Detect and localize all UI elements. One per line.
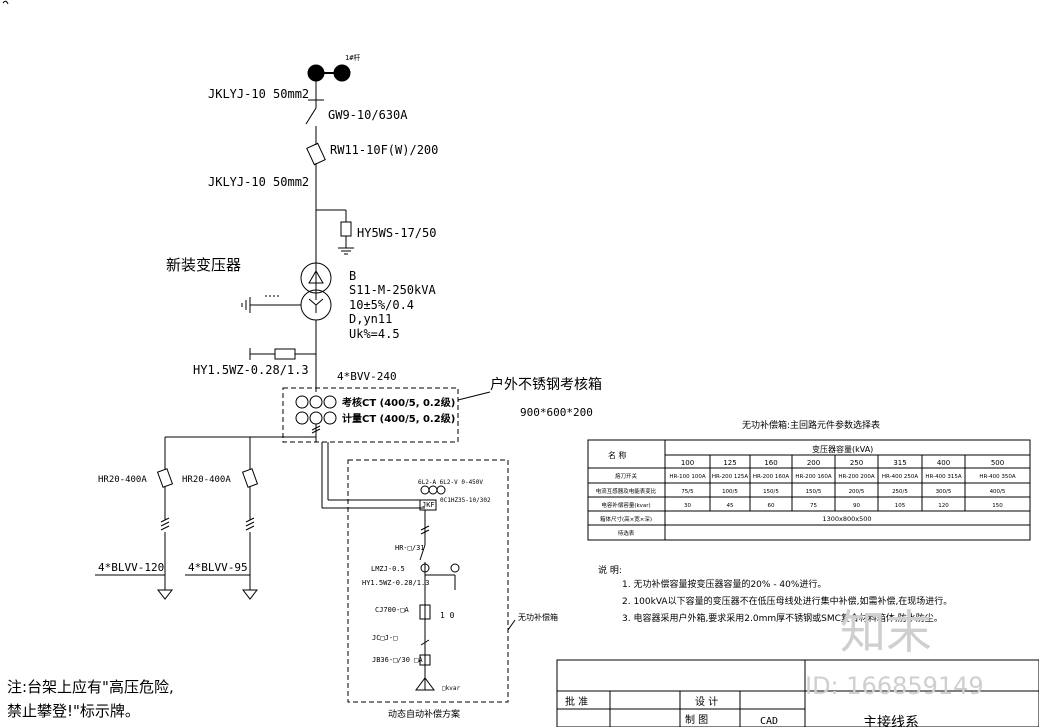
table-cell: HR-200 160A [753,474,789,480]
table-cell: HR-100 100A [669,474,705,480]
table-capacity: 160 [764,459,777,467]
transformer-line: Uk%=4.5 [349,327,400,341]
table-cell: 100/5 [722,489,738,495]
left-cable-label: 4*BLVV-120 [98,561,164,574]
comp-contactor-label: JC□J-□ [372,634,397,642]
table-cell: 75 [810,503,817,509]
note-left-line1: 注:台架上应有"高压危险, [7,678,174,696]
right-cable-label: 4*BLVV-95 [188,561,248,574]
lv-arrester-label: HY1.5WZ-0.28/1.3 [193,363,309,377]
watermark-id: ID: 166859149 [805,672,984,700]
table-capacity: 500 [991,459,1004,467]
ct-check-label: 考核CT (400/5, 0.2级) [342,396,455,409]
table-cell: HR-200 160A [795,474,831,480]
comp-capacitor-label: JB36-□/30 □A [372,656,423,664]
comp-meter-label: 6L2-A 6L2-V 0-450V [418,479,483,486]
table-title: 无功补偿箱:主回路元件参数选择表 [742,419,880,431]
note-left-line2: 禁止攀登!"标示牌。 [7,702,140,720]
transformer-line: 10±5%/0.4 [349,298,414,312]
note-item: 3. 电容器采用户外箱,要求采用2.0mm厚不锈钢或SMC复合材料箱体,防水防尘… [622,612,943,624]
table-row-label: 电流互感器及电能表变比 [596,487,657,495]
table-cell: 60 [768,503,775,509]
transformer-line: D,yn11 [349,312,392,326]
table-name-header: 名 称 [608,450,627,460]
table-merged-cell: 1300x800x500 [822,515,871,523]
hv-arrester-label: HY5WS-17/50 [357,226,436,240]
lv-cable-label: 4*BVV-240 [337,370,397,383]
left-fuse-label: HR20-400A [98,475,147,485]
meter-box-size: 900*600*200 [520,406,593,419]
table-cell: 150/5 [806,489,822,495]
hv-cable-label: JKLYJ-10 50mm2 [208,175,309,189]
watermark-brand: 知末 [840,605,932,659]
table-cell: HR-400 250A [882,474,918,480]
incoming-cable-label: JKLYJ-10 50mm2 [208,87,309,101]
table-cell: 150 [992,503,1003,509]
title-design: 设 计 [695,695,718,708]
table-cell: 250/5 [892,489,908,495]
table-cell: 150/5 [763,489,779,495]
title-approve: 批 准 [565,695,588,708]
table-capacity: 250 [850,459,863,467]
table-cell: 90 [853,503,860,509]
comp-arrester-label: HY1.5WZ-0.28/1.3 [362,579,429,587]
note-item: 2. 100kVA以下容量的变压器不在低压母线处进行集中补偿,如需补偿,在现场进… [622,595,952,607]
ct-meter-label: 计量CT (400/5, 0.2级) [342,412,455,425]
table-cell: 30 [684,503,691,509]
title-draw: 制 图 [685,713,708,726]
table-cell: 75/5 [681,489,694,495]
table-cell: HR-200 200A [838,474,874,480]
comp-controller-label: JKF [422,501,435,509]
comp-reactor-label: CJ700-□A [375,606,410,614]
pole-mark: 1#杆 [345,53,360,62]
comp-switch-label: LMZJ-0.5 [371,565,405,573]
comp-capacitor-unit: □kvar [442,685,460,692]
notes-heading: 说 明: [598,564,622,576]
title-cad: CAD [760,716,778,727]
table-cell: 105 [895,503,906,509]
table-capacity: 315 [893,459,906,467]
drop-fuse-label: RW11-10F(W)/200 [330,143,438,157]
transformer-title: 新装变压器 [166,256,241,274]
comp-ct-label: 0C1HZ35-10/302 [440,497,491,504]
table-group-header: 变压器容量(kVA) [812,444,873,454]
table-cell: 200/5 [849,489,865,495]
comp-box-label: 无功补偿箱 [518,612,558,622]
meter-box-title: 户外不锈钢考核箱 [490,376,602,393]
table-capacity: 200 [807,459,820,467]
transformer-line: B [349,269,356,283]
table-row-label: 待选表 [618,529,635,537]
comp-count: 1 0 [440,611,455,620]
table-capacity: 400 [937,459,950,467]
table-cell: 120 [938,503,949,509]
title-drawing-name: 主接线系 [863,714,919,727]
isolator-label: GW9-10/630A [328,108,408,122]
right-fuse-label: HR20-400A [182,475,231,485]
comp-scheme-title: 动态自动补偿方案 [388,708,460,720]
table-row-label: 电容补偿容量(kvar) [601,501,650,509]
table-cell: 45 [727,503,734,509]
transformer-line: S11-M-250kVA [349,283,436,297]
comp-fuse-label: HR-□/31 [395,544,425,552]
table-cell: HR-400 350A [979,474,1015,480]
table-capacity: 100 [681,459,694,467]
table-cell: HR-200 125A [712,474,748,480]
table-capacity: 125 [723,459,736,467]
table-row-label: 箱体尺寸(高×宽×深) [600,515,652,523]
table-cell: HR-400 315A [925,474,961,480]
table-cell: 300/5 [936,489,952,495]
table-cell: 400/5 [990,489,1006,495]
note-item: 1. 无功补偿容量按变压器容量的20% - 40%进行。 [622,578,826,590]
table-row-label: 熔刀开关 [615,472,638,480]
